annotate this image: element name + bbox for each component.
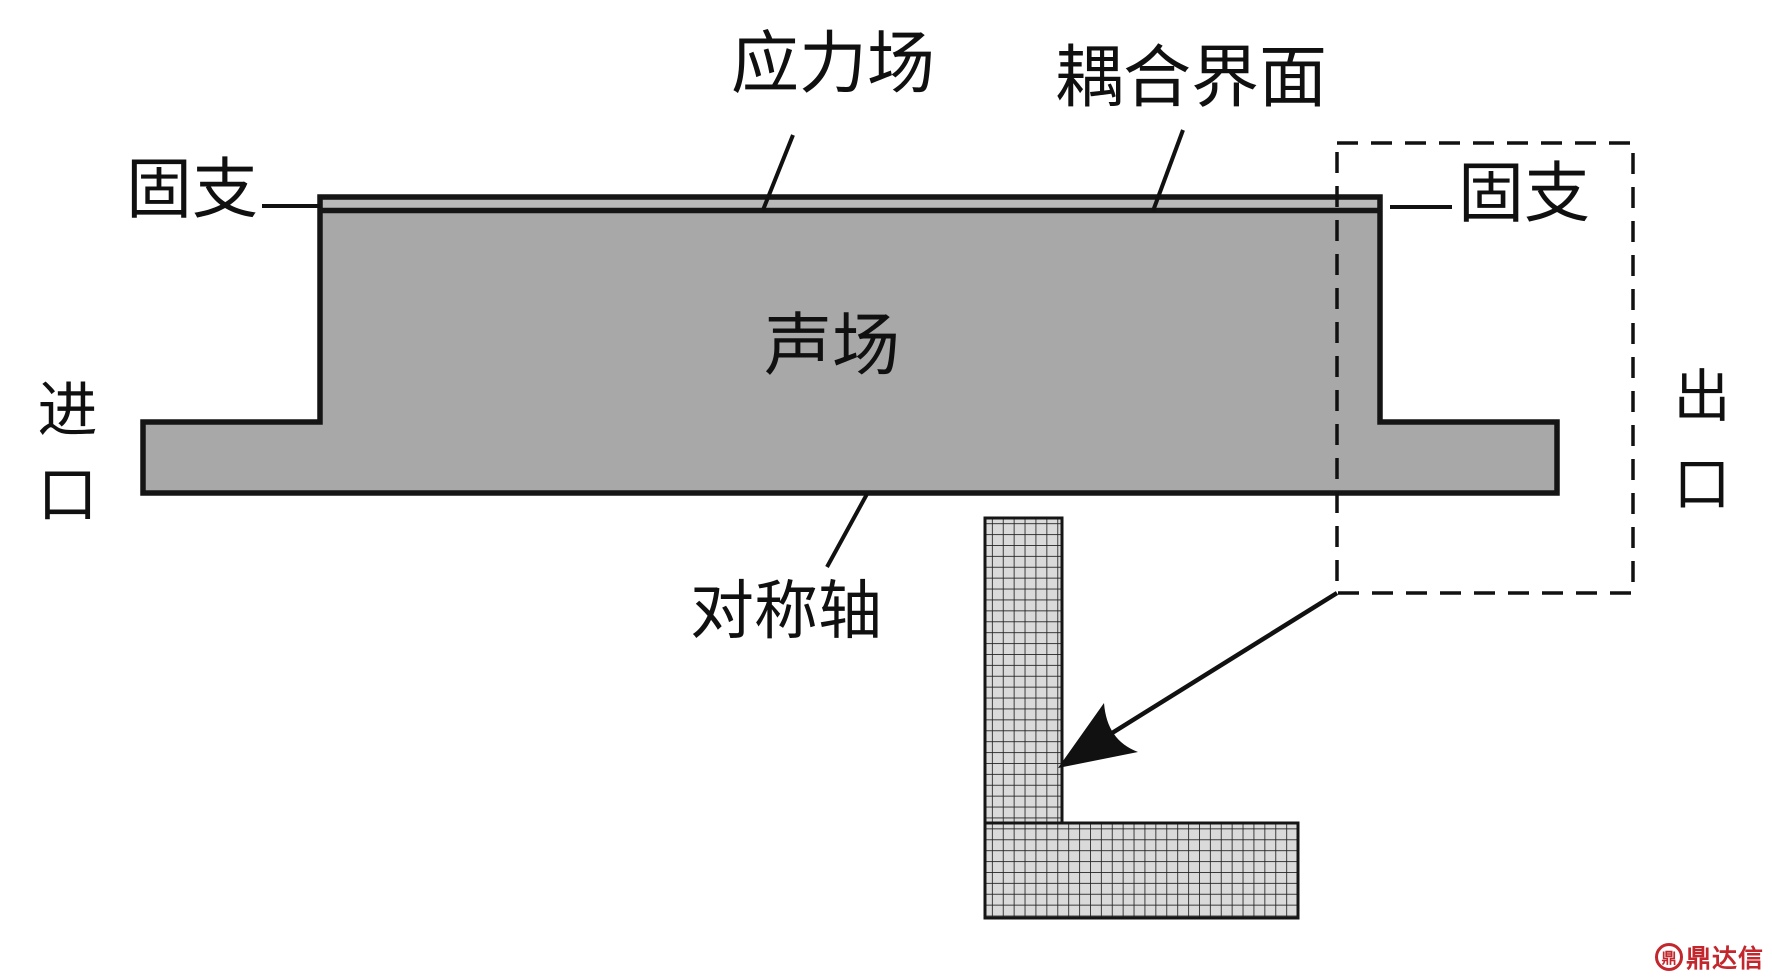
mesh-detail [983, 516, 1300, 920]
acoustic-field-label: 声场 [764, 308, 901, 384]
symmetry-axis-label: 对称轴 [690, 576, 882, 647]
plate-layer [323, 200, 1377, 208]
coupling-interface-label: 耦合界面 [1055, 40, 1328, 116]
symmetry-axis-leader-line [825, 493, 869, 568]
watermark-logo-icon: 鼎 [1655, 943, 1683, 971]
stress-field-label: 应力场 [731, 26, 936, 102]
fixed-support-right-label: 固支 [1458, 158, 1590, 231]
watermark: 鼎 鼎达信 [1655, 939, 1764, 975]
fixed-support-left-label: 固支 [126, 154, 258, 227]
stress-field-leader-line [761, 134, 795, 211]
detail-arrow-head [1058, 703, 1138, 768]
coupling-interface-leader-line [1151, 129, 1185, 212]
detail-arrow-line [1078, 591, 1339, 755]
detail-view-dashed-box [1335, 141, 1635, 595]
watermark-text: 鼎达信 [1686, 946, 1765, 973]
fluid-domain-shape [140, 194, 1560, 496]
inlet-label: 进口 [29, 378, 95, 548]
outlet-label: 出口 [1665, 366, 1728, 542]
mesh-horizontal-bar [983, 821, 1300, 920]
